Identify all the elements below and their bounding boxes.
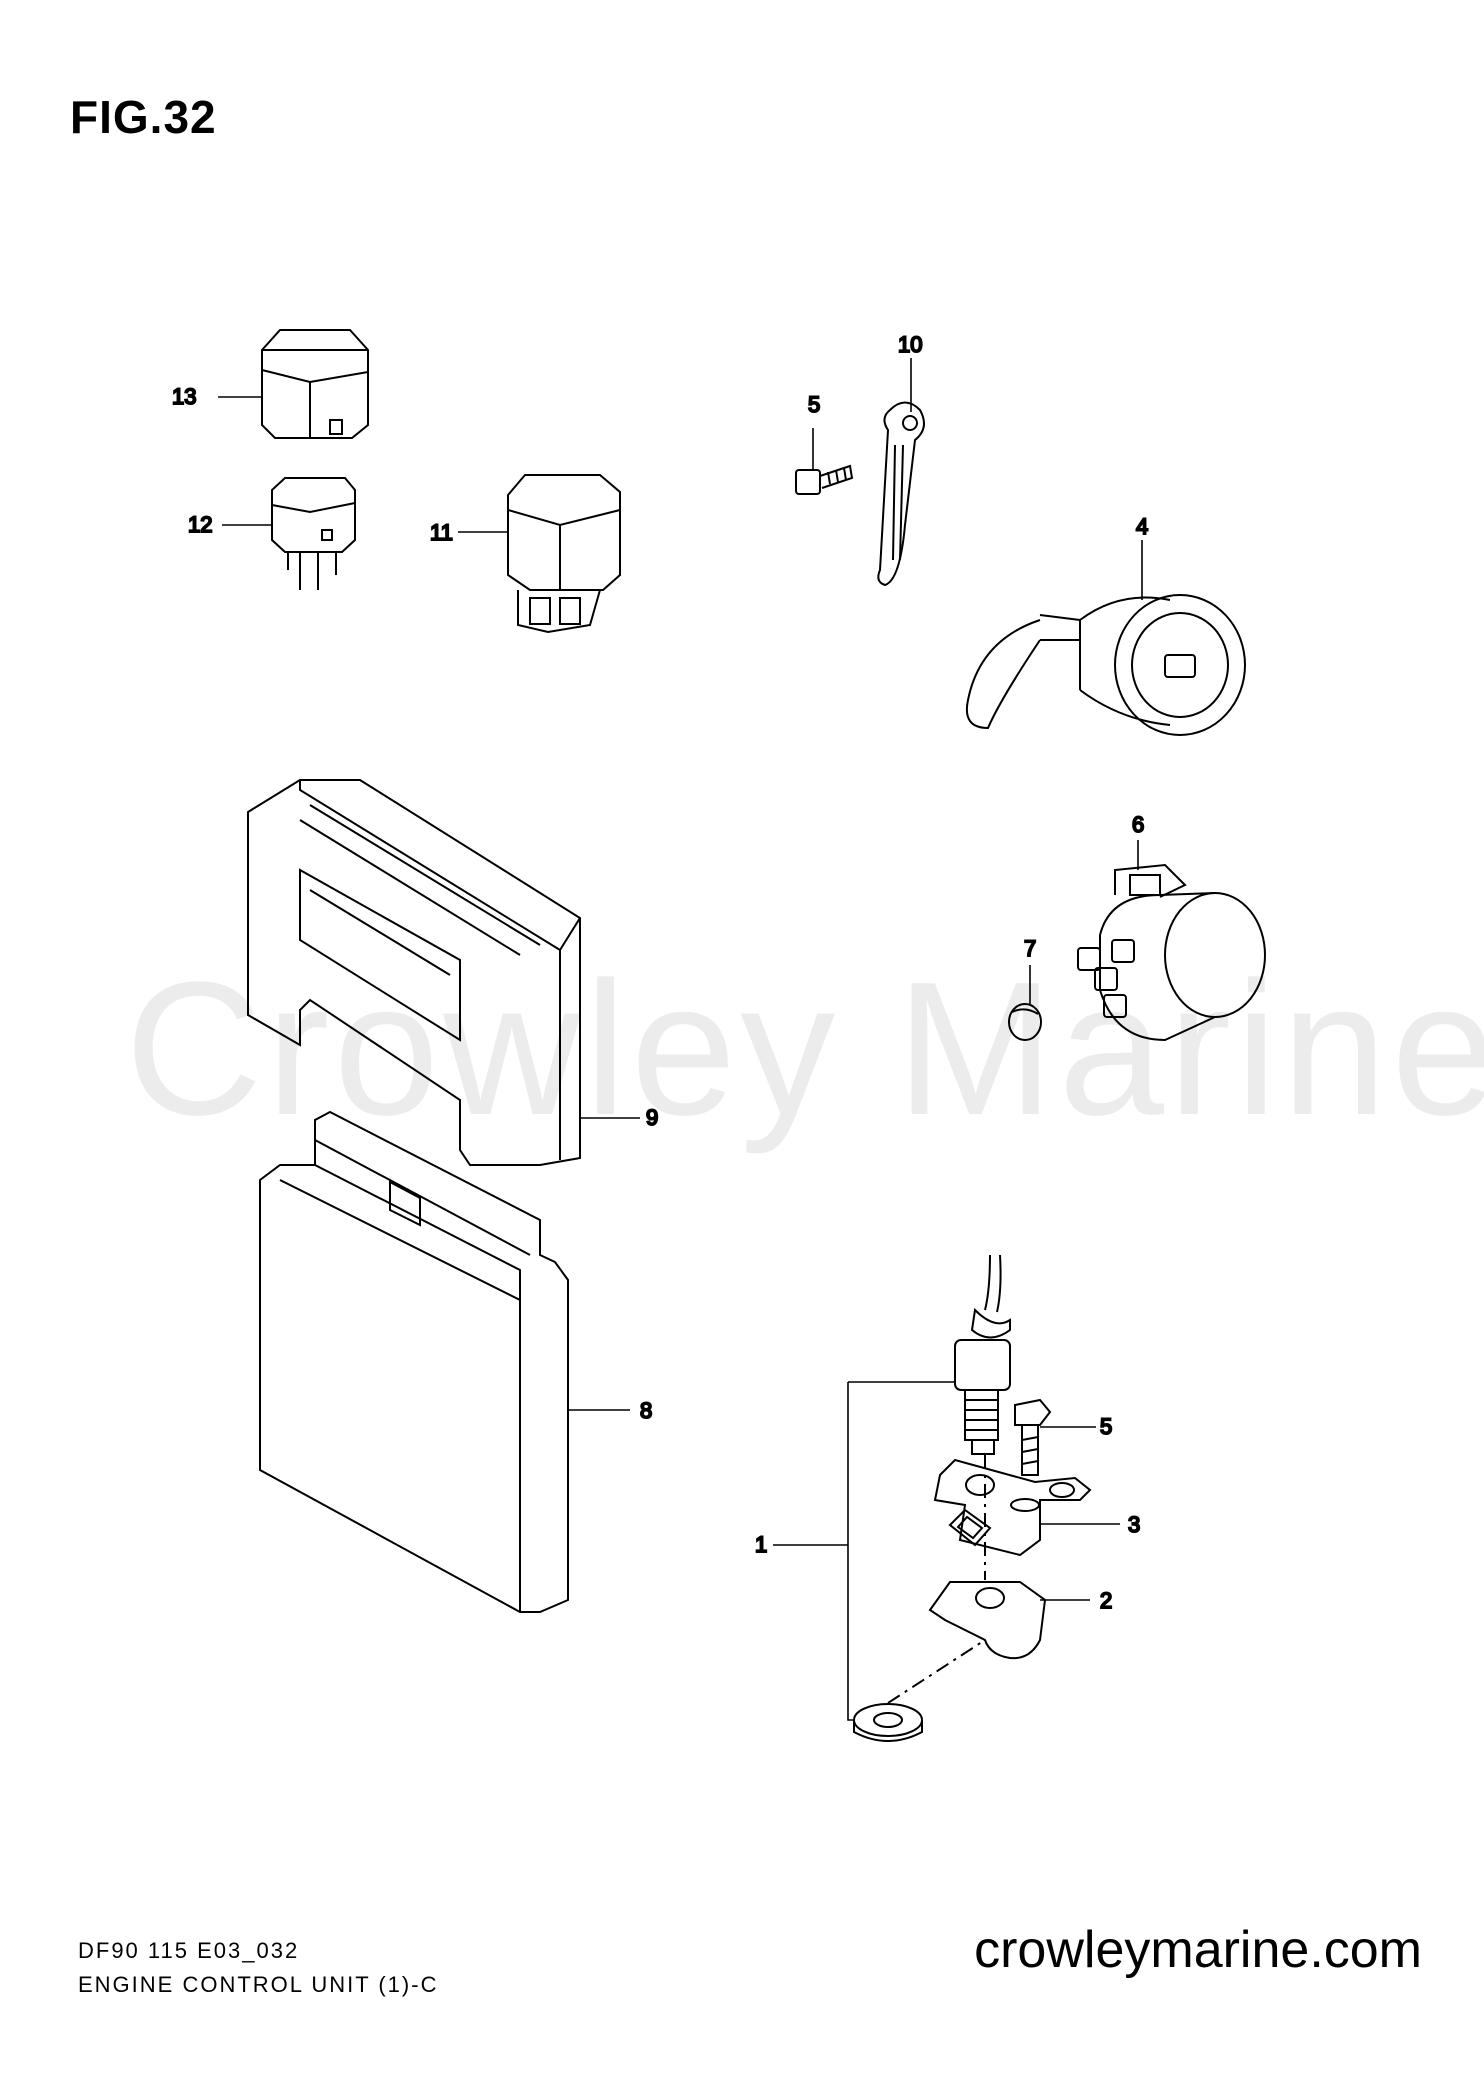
callout-13: 13	[172, 384, 196, 409]
part-1-nut[interactable]	[853, 1703, 923, 1742]
callout-8: 8	[640, 1398, 652, 1423]
callout-4: 4	[1136, 514, 1148, 539]
part-6-connector[interactable]	[1077, 863, 1266, 1042]
part-5-bolt[interactable]	[795, 464, 854, 495]
leader-lines	[218, 358, 1143, 1721]
callout-5-top: 5	[808, 392, 820, 417]
callout-6: 6	[1132, 812, 1144, 837]
figure-title: FIG.32	[70, 91, 217, 143]
callout-11: 11	[430, 520, 453, 545]
callout-1: 1	[755, 1532, 767, 1557]
part-7-cap[interactable]	[1008, 1003, 1042, 1041]
part-10-terminal[interactable]	[877, 401, 925, 587]
part-12-relay[interactable]	[271, 477, 356, 590]
part-5-bolt-lower[interactable]	[1014, 1398, 1052, 1476]
callout-5-lower: 5	[1100, 1414, 1112, 1439]
part-3-bracket[interactable]	[933, 1458, 1092, 1557]
diagram-title: ENGINE CONTROL UNIT (1)-C	[78, 1972, 439, 1997]
callout-10: 10	[898, 332, 922, 357]
part-13-relay[interactable]	[261, 329, 369, 439]
callout-3: 3	[1128, 1512, 1140, 1537]
callout-7: 7	[1024, 936, 1036, 961]
website-link[interactable]: crowleymarine.com	[974, 1921, 1422, 1979]
part-8-ecu[interactable]	[259, 1110, 569, 1613]
callout-12: 12	[188, 512, 212, 537]
diagram-code: DF90 115 E03_032	[78, 1938, 300, 1963]
part-4-connector[interactable]	[966, 594, 1246, 736]
part-1-sensor-assembly[interactable]	[954, 1254, 1011, 1455]
part-9-cover[interactable]	[247, 779, 581, 1166]
callout-9: 9	[646, 1105, 658, 1130]
callout-2: 2	[1100, 1588, 1112, 1613]
part-2-plate[interactable]	[928, 1581, 1047, 1660]
watermark: Crowley Marine	[125, 943, 1484, 1155]
part-11-relay[interactable]	[507, 474, 621, 634]
